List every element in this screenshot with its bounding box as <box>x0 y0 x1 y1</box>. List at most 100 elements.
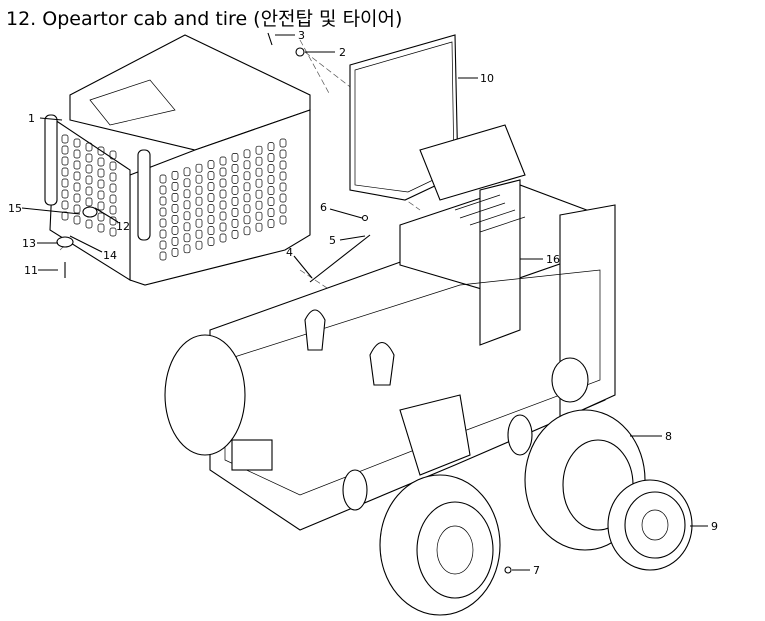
vent-hole <box>243 182 251 192</box>
callout-9: 9 <box>711 520 718 533</box>
vent-hole <box>85 219 93 229</box>
vent-hole <box>231 186 239 195</box>
callout-15: 15 <box>8 202 22 215</box>
vent-hole <box>183 244 191 254</box>
rim <box>607 479 693 571</box>
vent-hole <box>219 211 227 221</box>
vent-hole <box>73 215 81 225</box>
vent-hole <box>159 174 167 184</box>
vent-hole <box>219 200 227 210</box>
vent-hole <box>267 142 275 151</box>
callout-5: 5 <box>329 234 336 247</box>
vent-hole <box>279 193 287 203</box>
vent-hole <box>279 182 287 192</box>
vent-hole <box>97 223 105 233</box>
vent-hole <box>255 222 263 232</box>
vent-hole <box>171 226 179 235</box>
vent-hole <box>243 215 251 225</box>
callout-6: 6 <box>320 201 327 214</box>
vent-hole <box>109 183 117 193</box>
callout-13: 13 <box>22 237 36 250</box>
vent-hole <box>267 186 275 195</box>
vent-hole <box>195 218 203 228</box>
vent-hole <box>195 207 203 217</box>
vent-hole <box>159 207 167 217</box>
vent-hole <box>171 193 179 202</box>
vent-hole <box>183 222 191 232</box>
vent-hole <box>279 215 287 225</box>
callout-8: 8 <box>665 430 672 443</box>
vent-hole <box>255 178 263 188</box>
vent-hole <box>207 204 215 213</box>
vent-hole <box>219 156 227 166</box>
vent-hole <box>219 189 227 199</box>
vent-hole <box>195 185 203 195</box>
vent-hole <box>97 168 105 178</box>
vent-hole <box>171 215 179 224</box>
callout-12: 12 <box>116 220 130 233</box>
vent-hole <box>61 145 69 155</box>
vent-hole <box>231 219 239 228</box>
vent-hole <box>231 208 239 217</box>
vent-hole <box>279 204 287 214</box>
vent-hole <box>97 157 105 167</box>
callout-16: 16 <box>546 253 560 266</box>
vent-hole <box>171 237 179 246</box>
vent-hole <box>109 227 117 237</box>
leader-lines <box>21 34 708 571</box>
vent-hole <box>61 189 69 199</box>
vent-hole <box>243 149 251 159</box>
callout-1: 1 <box>28 112 35 125</box>
diagram-title: 12. Opeartor cab and tire (안전탑 및 타이어) <box>6 8 403 30</box>
skid-steer-body <box>209 124 616 531</box>
vent-hole <box>73 193 81 203</box>
vent-hole <box>219 167 227 177</box>
callout-7: 7 <box>533 564 540 577</box>
vent-hole <box>85 175 93 185</box>
vent-hole <box>159 185 167 195</box>
vent-hole <box>267 197 275 206</box>
vent-hole <box>109 172 117 182</box>
vent-hole <box>231 197 239 206</box>
vent-hole <box>97 146 105 156</box>
vent-hole <box>73 204 81 214</box>
vent-hole <box>195 174 203 184</box>
vent-hole <box>231 164 239 173</box>
vent-hole <box>219 222 227 232</box>
vent-hole <box>207 237 215 246</box>
vent-hole <box>97 190 105 200</box>
vent-hole <box>61 156 69 166</box>
vent-hole <box>195 163 203 173</box>
vent-hole <box>183 189 191 199</box>
vent-hole <box>267 208 275 217</box>
vent-hole <box>255 145 263 155</box>
vent-hole <box>207 171 215 180</box>
vent-hole <box>231 175 239 184</box>
vent-hole <box>207 193 215 202</box>
vent-hole <box>61 178 69 188</box>
vent-hole <box>243 226 251 236</box>
vent-hole <box>171 182 179 191</box>
vent-hole <box>109 205 117 215</box>
vent-hole <box>279 138 287 148</box>
vent-hole <box>85 186 93 196</box>
callout-4: 4 <box>286 246 293 259</box>
vent-hole <box>61 167 69 177</box>
operator-cab <box>44 34 311 286</box>
vent-hole <box>61 134 69 144</box>
vent-hole <box>109 150 117 160</box>
vent-hole <box>255 167 263 177</box>
vent-hole <box>97 212 105 222</box>
vent-hole <box>255 189 263 199</box>
small-parts <box>56 32 371 283</box>
vent-hole <box>61 200 69 210</box>
vent-hole <box>243 171 251 181</box>
vent-hole <box>207 226 215 235</box>
vent-hole <box>195 196 203 206</box>
vent-hole <box>231 153 239 162</box>
vent-hole <box>231 230 239 239</box>
vent-hole <box>207 182 215 191</box>
vent-hole <box>73 160 81 170</box>
vent-hole <box>195 240 203 250</box>
vent-hole <box>267 219 275 228</box>
